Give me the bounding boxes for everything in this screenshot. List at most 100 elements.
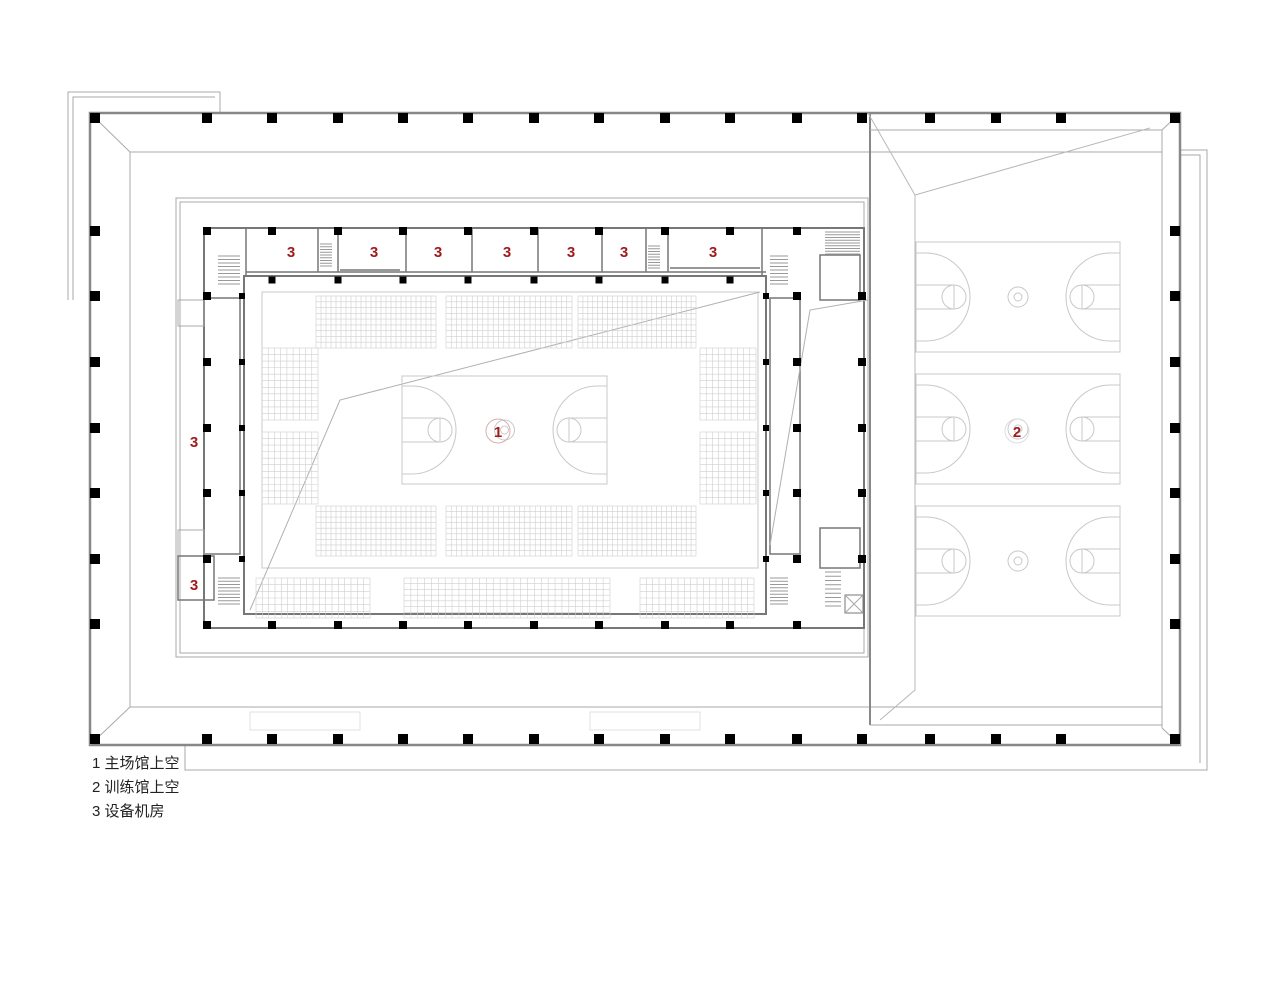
top-room-row [245,228,766,276]
column [90,226,100,236]
column [725,734,735,744]
column [1170,734,1180,744]
column [90,291,100,301]
column [991,113,1001,123]
column [793,489,801,497]
column [763,425,769,431]
room-label: 3 [190,434,198,451]
column [239,490,245,496]
column [334,276,342,284]
room-label: 3 [370,244,378,261]
column [1056,113,1066,123]
free-throw-circle [427,417,453,443]
center-circle-inner [1013,556,1023,566]
seating-block [255,577,371,619]
column [399,227,407,235]
stairs [218,231,860,607]
column [203,358,211,366]
center-circle-inner [1013,424,1023,434]
column [594,734,604,744]
seating-block [577,295,697,349]
column [1170,554,1180,564]
column [239,556,245,562]
column [1170,619,1180,629]
column [90,734,100,744]
label-circle [1004,418,1030,444]
column [398,113,408,123]
column [1170,226,1180,236]
column [399,276,407,284]
column [763,490,769,496]
room-label: 2 [1013,424,1021,441]
legend-text: 训练馆上空 [104,779,180,796]
column [858,555,866,563]
room-label: 3 [567,244,575,261]
room-label: 3 [503,244,511,261]
three-point-line [1065,252,1120,342]
room-label: 3 [287,244,295,261]
column [1170,113,1180,123]
column [464,227,472,235]
column [858,489,866,497]
column [1170,357,1180,367]
column [202,734,212,744]
column [858,424,866,432]
column [464,621,472,629]
column [239,359,245,365]
column [726,276,734,284]
room-label: 3 [620,244,628,261]
center-circle-inner [500,425,509,435]
key [915,548,955,574]
legend-num: 3 [92,803,101,820]
court-boundary [401,375,608,485]
seating-outline [261,431,319,505]
three-point-line [1065,516,1120,606]
column [925,113,935,123]
seating-outline [699,431,757,505]
column [203,489,211,497]
seating-outline [699,347,757,421]
column [267,734,277,744]
column [1056,734,1066,744]
three-point-line [916,252,971,342]
seating-block [261,431,319,505]
column [463,113,473,123]
legend-text: 主场馆上空 [104,755,180,772]
three-point-line [402,385,457,475]
column [90,554,100,564]
column [594,113,604,123]
overhang-outline-right [184,149,1208,771]
column [595,276,603,284]
basketball-court [401,375,608,485]
column [90,488,100,498]
column [763,556,769,562]
column [792,113,802,123]
key [915,284,955,310]
basketball-court [915,505,1121,617]
key [1081,416,1121,442]
spectator-seating [255,295,757,619]
column [334,621,342,629]
column [793,621,801,629]
overhang-outline-left [67,91,221,300]
key [1081,548,1121,574]
three-point-line [916,384,971,474]
key [568,417,608,443]
seating-block [315,505,437,557]
column [203,292,211,300]
column [463,734,473,744]
center-circle-inner [1013,292,1023,302]
column [1170,291,1180,301]
seating-block [699,347,757,421]
structural-columns [90,113,1180,744]
three-point-line [916,516,971,606]
free-throw-circle [1069,284,1095,310]
center-circle [1007,286,1029,308]
column [333,734,343,744]
seating-block [261,347,319,421]
elevator [844,594,864,614]
column [268,276,276,284]
column [90,357,100,367]
free-throw-circle [941,548,967,574]
column [858,292,866,300]
